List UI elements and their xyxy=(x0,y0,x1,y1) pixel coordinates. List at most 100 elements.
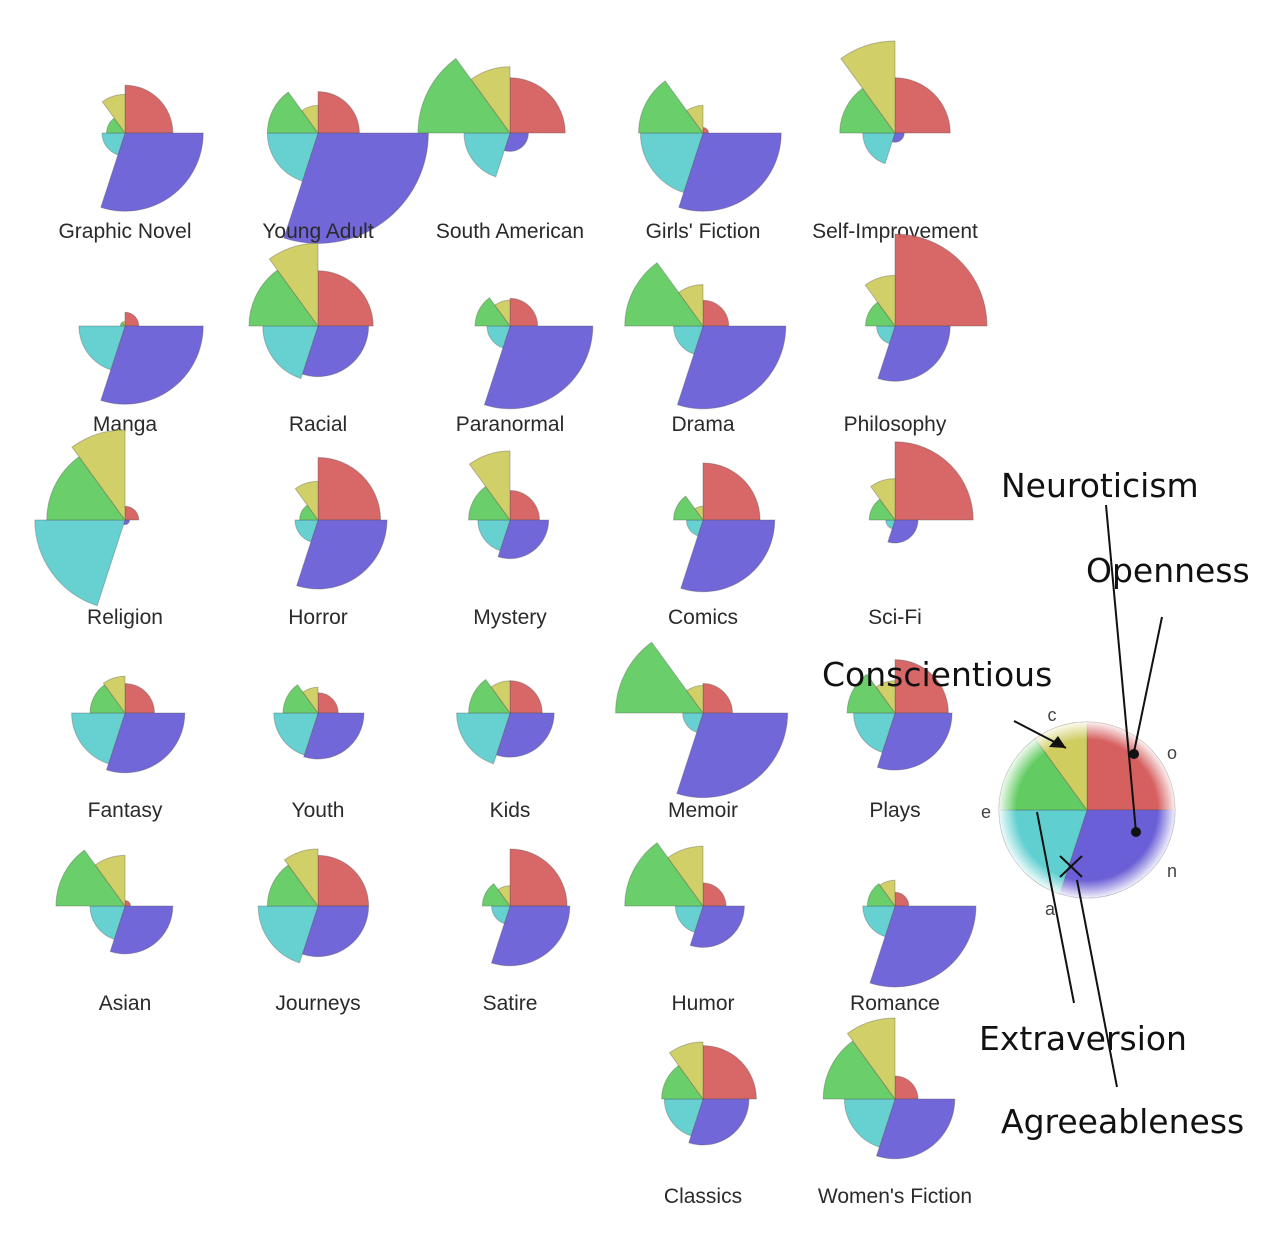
genre-label-kids: Kids xyxy=(490,799,531,822)
genre-label-girls-fiction: Girls' Fiction xyxy=(646,220,761,243)
slice-classics-a xyxy=(663,1098,704,1137)
slice-religion-e xyxy=(46,456,126,521)
genre-glyph-self-improvement: Self-Improvement xyxy=(812,40,978,243)
genre-glyph-romance: Romance xyxy=(850,879,977,1015)
slice-comics-a xyxy=(685,519,704,537)
slice-religion-o xyxy=(124,505,140,521)
agreeableness-pointer xyxy=(1076,879,1118,1088)
slice-youth-o xyxy=(317,692,339,714)
slice-plays-n xyxy=(876,712,953,771)
genre-glyph-philosophy: Philosophy xyxy=(844,233,988,436)
neuroticism-pointer xyxy=(1105,504,1137,833)
genre-glyph-plays: Plays xyxy=(846,659,953,822)
annotation-openness: Openness xyxy=(1086,551,1250,590)
slice-paranormal-c xyxy=(494,299,511,328)
slice-manga-n xyxy=(100,325,204,405)
genre-glyph-racial: Racial xyxy=(248,242,374,436)
slice-racial-c xyxy=(268,242,319,328)
slice-horror-a xyxy=(294,519,319,543)
slice-religion-c xyxy=(71,429,126,522)
slice-comics-e xyxy=(673,495,704,521)
legend-label-c: c xyxy=(1048,705,1057,725)
slice-fantasy-a xyxy=(71,712,126,765)
slice-youth-c xyxy=(302,686,319,715)
slice-kids-e xyxy=(468,678,511,714)
slice-classics-c xyxy=(668,1041,704,1101)
slice-memoir-o xyxy=(702,683,733,714)
slice-plays-o xyxy=(894,659,949,714)
slice-romance-n xyxy=(869,905,977,988)
slice-humor-o xyxy=(702,882,727,907)
genre-label-youth: Youth xyxy=(292,799,345,822)
slice-young-adult-e xyxy=(266,91,319,134)
slice-romance-o xyxy=(894,891,910,907)
slice-drama-e xyxy=(624,262,704,327)
slice-manga-e xyxy=(119,321,126,327)
slice-graphic-novel-n xyxy=(100,132,204,212)
slice-graphic-novel-c xyxy=(101,93,126,135)
slice-asian-e xyxy=(55,849,126,907)
agreeableness-cross-b xyxy=(1059,855,1083,878)
slice-plays-c xyxy=(875,680,896,715)
slice-south-american-c xyxy=(470,66,511,135)
genre-label-memoir: Memoir xyxy=(668,799,738,822)
slice-mystery-o xyxy=(509,490,540,521)
genre-glyph-asian: Asian xyxy=(55,849,174,1015)
genre-label-mystery: Mystery xyxy=(473,606,547,629)
conscientious-arrowhead xyxy=(1049,736,1066,748)
slice-racial-a xyxy=(262,325,319,380)
slice-classics-n xyxy=(688,1098,750,1146)
slice-girls-fiction-e xyxy=(638,80,704,134)
genre-glyph-drama: Drama xyxy=(624,262,787,436)
slice-sci-fi-c xyxy=(869,478,896,522)
genre-label-graphic-novel: Graphic Novel xyxy=(58,220,191,243)
slice-religion-a xyxy=(34,519,126,607)
slice-satire-n xyxy=(490,905,571,967)
genre-label-journeys: Journeys xyxy=(275,992,360,1015)
slice-classics-e xyxy=(661,1064,704,1100)
slice-journeys-n xyxy=(301,905,370,958)
genre-glyph-classics: Classics xyxy=(661,1041,757,1208)
genre-label-satire: Satire xyxy=(483,992,538,1015)
legend-label-e: e xyxy=(981,802,991,822)
slice-humor-e xyxy=(624,842,704,907)
slice-memoir-c xyxy=(686,684,704,715)
slice-romance-e xyxy=(866,882,896,907)
slice-philosophy-c xyxy=(864,274,896,328)
slice-drama-c xyxy=(677,284,704,328)
slice-religion-n xyxy=(122,519,131,526)
slice-sci-fi-n xyxy=(887,519,919,544)
slice-humor-n xyxy=(689,905,745,948)
slice-manga-c xyxy=(121,320,126,328)
slice-journeys-o xyxy=(317,854,370,907)
genre-glyph-south-american: South American xyxy=(417,57,584,243)
slice-mystery-n xyxy=(497,519,550,560)
genre-label-women-s-fiction: Women's Fiction xyxy=(818,1185,972,1208)
slice-mystery-e xyxy=(468,485,511,521)
extraversion-pointer xyxy=(1036,811,1075,1004)
openness-dot xyxy=(1129,749,1139,759)
slice-philosophy-a xyxy=(876,325,896,345)
genre-label-south-american: South American xyxy=(436,220,584,243)
slice-humor-a xyxy=(674,905,704,933)
slice-manga-o xyxy=(124,311,140,327)
genre-glyph-fantasy: Fantasy xyxy=(71,675,186,822)
slice-racial-n xyxy=(301,325,370,378)
slice-young-adult-c xyxy=(301,104,319,135)
slice-satire-o xyxy=(509,848,568,907)
slice-racial-o xyxy=(317,270,374,327)
slice-self-improvement-c xyxy=(840,40,896,135)
neuroticism-dot xyxy=(1131,827,1141,837)
annotation-extraversion: Extraversion xyxy=(979,1019,1187,1058)
annotation-agreeableness: Agreeableness xyxy=(1001,1102,1244,1141)
genre-glyph-journeys: Journeys xyxy=(257,848,370,1015)
slice-youth-e xyxy=(282,684,319,714)
slice-paranormal-o xyxy=(509,297,539,327)
genre-glyph-girls-fiction: Girls' Fiction xyxy=(638,80,782,243)
slice-satire-e xyxy=(481,882,511,907)
slice-drama-a xyxy=(673,325,704,355)
slice-women-s-fiction-n xyxy=(875,1098,956,1160)
slice-drama-o xyxy=(702,299,730,327)
